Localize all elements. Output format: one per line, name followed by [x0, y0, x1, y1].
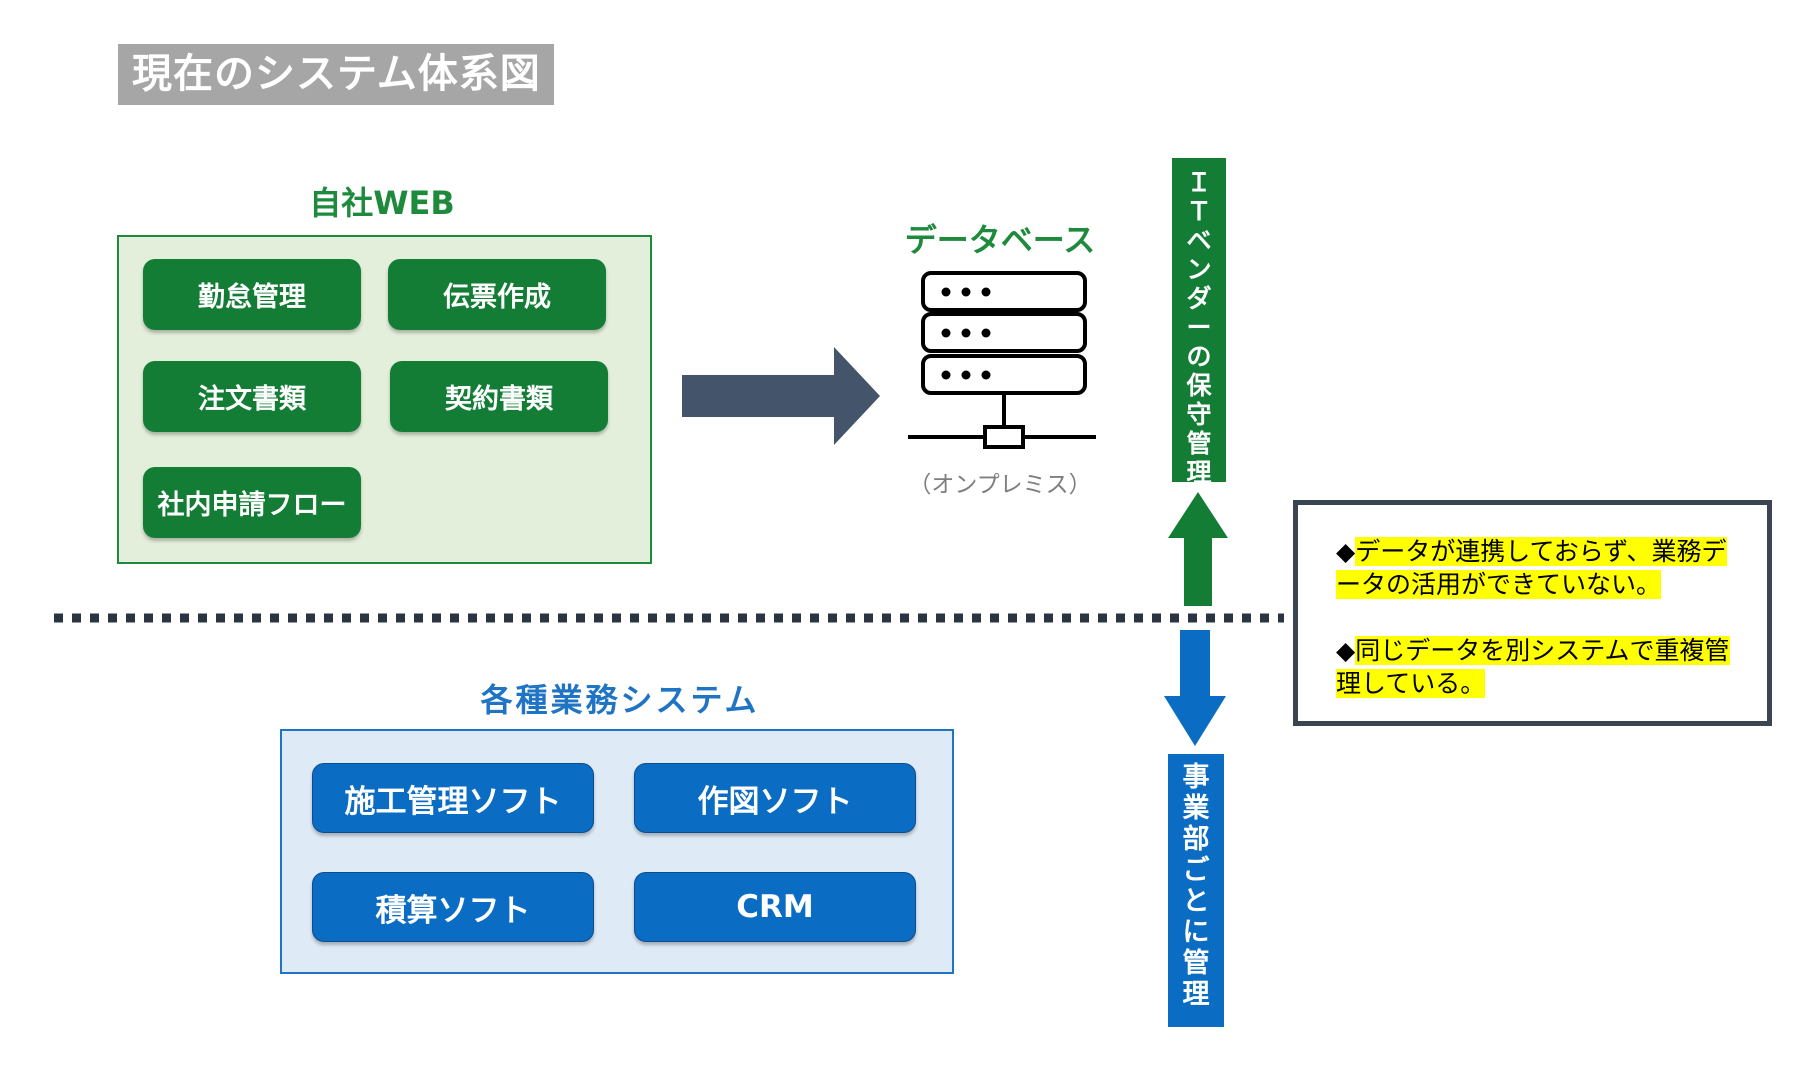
issue-2: ◆同じデータを別システムで重複管理している。 [1336, 634, 1736, 700]
it-vendor-char: ー [1186, 313, 1212, 342]
ops-item-construction[interactable]: 施工管理ソフト [312, 763, 594, 833]
business-char: 理 [1182, 979, 1210, 1010]
web-item-order-docs[interactable]: 注文書類 [143, 361, 361, 432]
web-heading: 自社WEB [309, 184, 455, 222]
arrow-down-icon [1164, 630, 1226, 746]
ops-item-crm[interactable]: CRM [634, 872, 916, 942]
ops-heading: 各種業務システム [480, 681, 760, 719]
dotted-divider [54, 613, 1284, 623]
it-vendor-char: ベ [1186, 226, 1212, 255]
it-vendor-char: ン [1186, 255, 1212, 284]
issue-bullet: ◆ [1336, 537, 1356, 566]
it-vendor-char: Ｉ [1186, 168, 1212, 197]
it-vendor-char: 理 [1186, 458, 1212, 487]
it-vendor-char: Ｔ [1186, 197, 1212, 226]
web-item-internal-request[interactable]: 社内申請フロー [143, 467, 361, 538]
issue-1: ◆データが連携しておらず、業務データの活用ができていない。 [1336, 535, 1736, 601]
ops-item-drawing[interactable]: 作図ソフト [634, 763, 916, 833]
it-vendor-char: 守 [1186, 400, 1212, 429]
server-icon [908, 271, 1096, 449]
business-char: 部 [1182, 824, 1210, 855]
web-item-voucher[interactable]: 伝票作成 [388, 259, 606, 330]
web-item-contract-docs[interactable]: 契約書類 [390, 361, 608, 432]
it-vendor-char: 管 [1186, 429, 1212, 458]
business-char: と [1182, 886, 1210, 917]
onprem-label: （オンプレミス） [908, 472, 1092, 498]
business-char: 業 [1182, 793, 1210, 824]
issues-box: ◆データが連携しておらず、業務データの活用ができていない。 ◆同じデータを別シス… [1293, 500, 1772, 726]
issue-bullet: ◆ [1336, 636, 1356, 665]
business-char: 管 [1182, 948, 1210, 979]
arrow-right-icon [682, 347, 880, 445]
issue-text: 同じデータを別システムで重複管理している。 [1336, 636, 1730, 698]
business-bar: 事 業 部 ご と に 管 理 [1168, 754, 1224, 1027]
it-vendor-char: 保 [1186, 371, 1212, 400]
web-item-attendance[interactable]: 勤怠管理 [143, 259, 361, 330]
it-vendor-char: ダ [1186, 284, 1212, 313]
arrow-up-icon [1168, 492, 1228, 606]
ops-item-estimation[interactable]: 積算ソフト [312, 872, 594, 942]
it-vendor-bar: Ｉ Ｔ ベ ン ダ ー の 保 守 管 理 [1172, 158, 1226, 487]
business-char: 事 [1182, 762, 1210, 793]
issue-text: データが連携しておらず、業務データの活用ができていない。 [1336, 537, 1727, 599]
database-heading: データベース [904, 221, 1096, 259]
business-char: に [1182, 917, 1210, 948]
page-title: 現在のシステム体系図 [118, 44, 554, 105]
business-char: ご [1182, 855, 1210, 886]
it-vendor-char: の [1186, 342, 1212, 371]
